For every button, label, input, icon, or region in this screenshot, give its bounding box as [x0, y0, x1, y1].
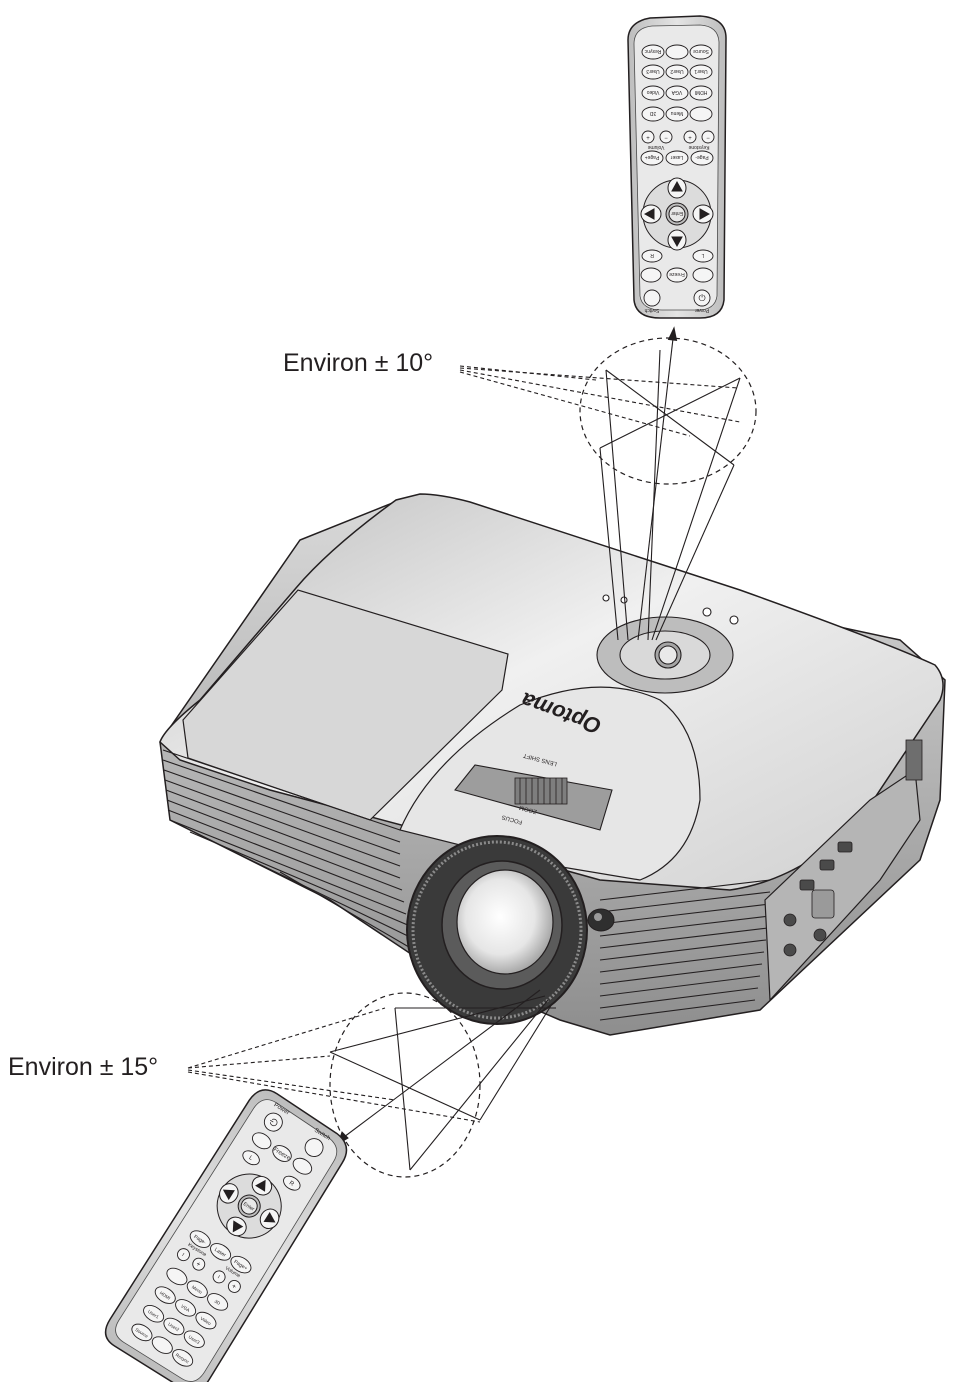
top-remote-menu-label: Menu [671, 110, 684, 116]
top-angle-diagram [459, 326, 757, 641]
top-remote-power-label: Power [695, 307, 710, 313]
bottom-remote-dpad [216, 1173, 282, 1239]
top-remote-hdmi-label: HDMI [695, 89, 708, 95]
projector-left-vents [162, 749, 415, 951]
top-remote-vga-label: VGA [671, 89, 682, 95]
projector-io-panel [764, 768, 921, 1002]
top-remote-laser-label: Laser [670, 154, 683, 160]
bottom-remote-laser-label: Laser [213, 1247, 227, 1259]
bottom-angle-leaders [187, 1007, 481, 1123]
top-remote-pageup-label: Page+ [645, 154, 660, 160]
projector-lens [406, 835, 588, 1025]
bottom-angle-rays [329, 989, 556, 1171]
bottom-remote-vga-label: VGA [180, 1304, 191, 1313]
bottom-remote-r-label: R [288, 1180, 295, 1188]
top-remote-keystone-label: Keystone [688, 144, 709, 150]
projector-right-vents [599, 879, 771, 1021]
top-remote-number-grid [641, 44, 713, 122]
bottom-remote: ⏻ Power Switch Freeze L R Enter [104, 1089, 348, 1387]
bottom-remote-number-grid [131, 1267, 229, 1367]
top-remote-freeze-label: Freeze [669, 271, 685, 277]
top-angle-arrowheads [667, 326, 678, 342]
bottom-remote-minus-2: − [215, 1274, 223, 1281]
top-remote-volume-row [640, 130, 715, 166]
bottom-remote-plus-1: + [195, 1261, 203, 1268]
top-remote: Resync Source User3 User2 User1 Video VG… [627, 15, 727, 319]
bottom-angle-diagram [187, 989, 556, 1178]
bottom-remote-minus-1: − [180, 1251, 188, 1258]
top-remote-button-labels: Resync Source User3 User2 User1 Video VG… [644, 48, 709, 116]
top-remote-video-label: Video [646, 89, 659, 95]
projector-keypad [596, 594, 739, 694]
top-remote-source-label: Source [693, 48, 709, 54]
bottom-remote-l-label: L [248, 1155, 255, 1162]
bottom-angle-label: Environ ± 15° [8, 1053, 159, 1081]
top-remote-resync-label: Resync [644, 48, 661, 54]
top-angle-rays [599, 329, 741, 641]
top-remote-enter-label: Enter [671, 210, 683, 216]
bottom-angle-circle [329, 992, 481, 1178]
projector-io-ports [783, 739, 923, 957]
top-remote-volume-label: Volume [647, 144, 664, 150]
bottom-remote-mid-buttons [177, 1230, 252, 1293]
projector-ir-receiver [587, 908, 615, 932]
top-remote-plus-1: + [646, 136, 650, 142]
projector-ir-highlight [594, 913, 602, 921]
top-angle-label: Environ ± 10° [283, 349, 434, 377]
top-remote-power-icon: ⏻ [698, 293, 705, 303]
top-remote-minus-1: − [664, 136, 668, 142]
bottom-remote-menu-label: Menu [191, 1285, 204, 1295]
bottom-remote-video-label: Video [200, 1316, 213, 1327]
bottom-remote-enter-label: Enter [242, 1201, 256, 1213]
top-remote-user1-label: User1 [694, 68, 708, 74]
top-angle-circle [579, 337, 757, 485]
bottom-remote-3d-label: 3D [214, 1299, 222, 1307]
bottom-remote-hdmi-label: HDMI [159, 1290, 171, 1300]
bottom-remote-panel [115, 1099, 338, 1382]
top-remote-minus-2: − [706, 136, 710, 142]
bottom-remote-top-buttons [242, 1112, 324, 1191]
top-remote-l-label: L [701, 252, 704, 258]
top-remote-3d-label: 3D [649, 110, 656, 116]
projector-zoom-label: ZOOM [519, 804, 538, 814]
top-remote-pagedown-label: Page- [695, 154, 709, 160]
top-remote-volume-labels: + − + − Volume Keystone Page+ Laser Page… [645, 136, 711, 160]
bottom-remote-plus-2: + [231, 1283, 239, 1290]
bottom-remote-user3-label: User3 [188, 1334, 201, 1345]
top-remote-user3-label: User3 [646, 68, 660, 74]
top-remote-lower-buttons [640, 249, 714, 307]
projector: Optoma LENS SHIFT ZOOM FOCUS [159, 493, 946, 1036]
projector-zoom-ring [514, 777, 568, 805]
top-remote-user2-label: User2 [670, 68, 684, 74]
bottom-remote-user2-label: User2 [167, 1322, 180, 1333]
top-remote-switch-label: Switch [644, 307, 659, 313]
top-remote-plus-2: + [688, 136, 692, 142]
top-angle-leaders [459, 365, 741, 437]
projector-focus-label: FOCUS [501, 813, 523, 824]
top-remote-dpad [640, 177, 714, 251]
bottom-remote-user1-label: User1 [147, 1309, 160, 1320]
top-remote-r-label: R [650, 252, 654, 258]
top-remote-lower-labels: R L Freeze Switch Power [644, 252, 709, 313]
